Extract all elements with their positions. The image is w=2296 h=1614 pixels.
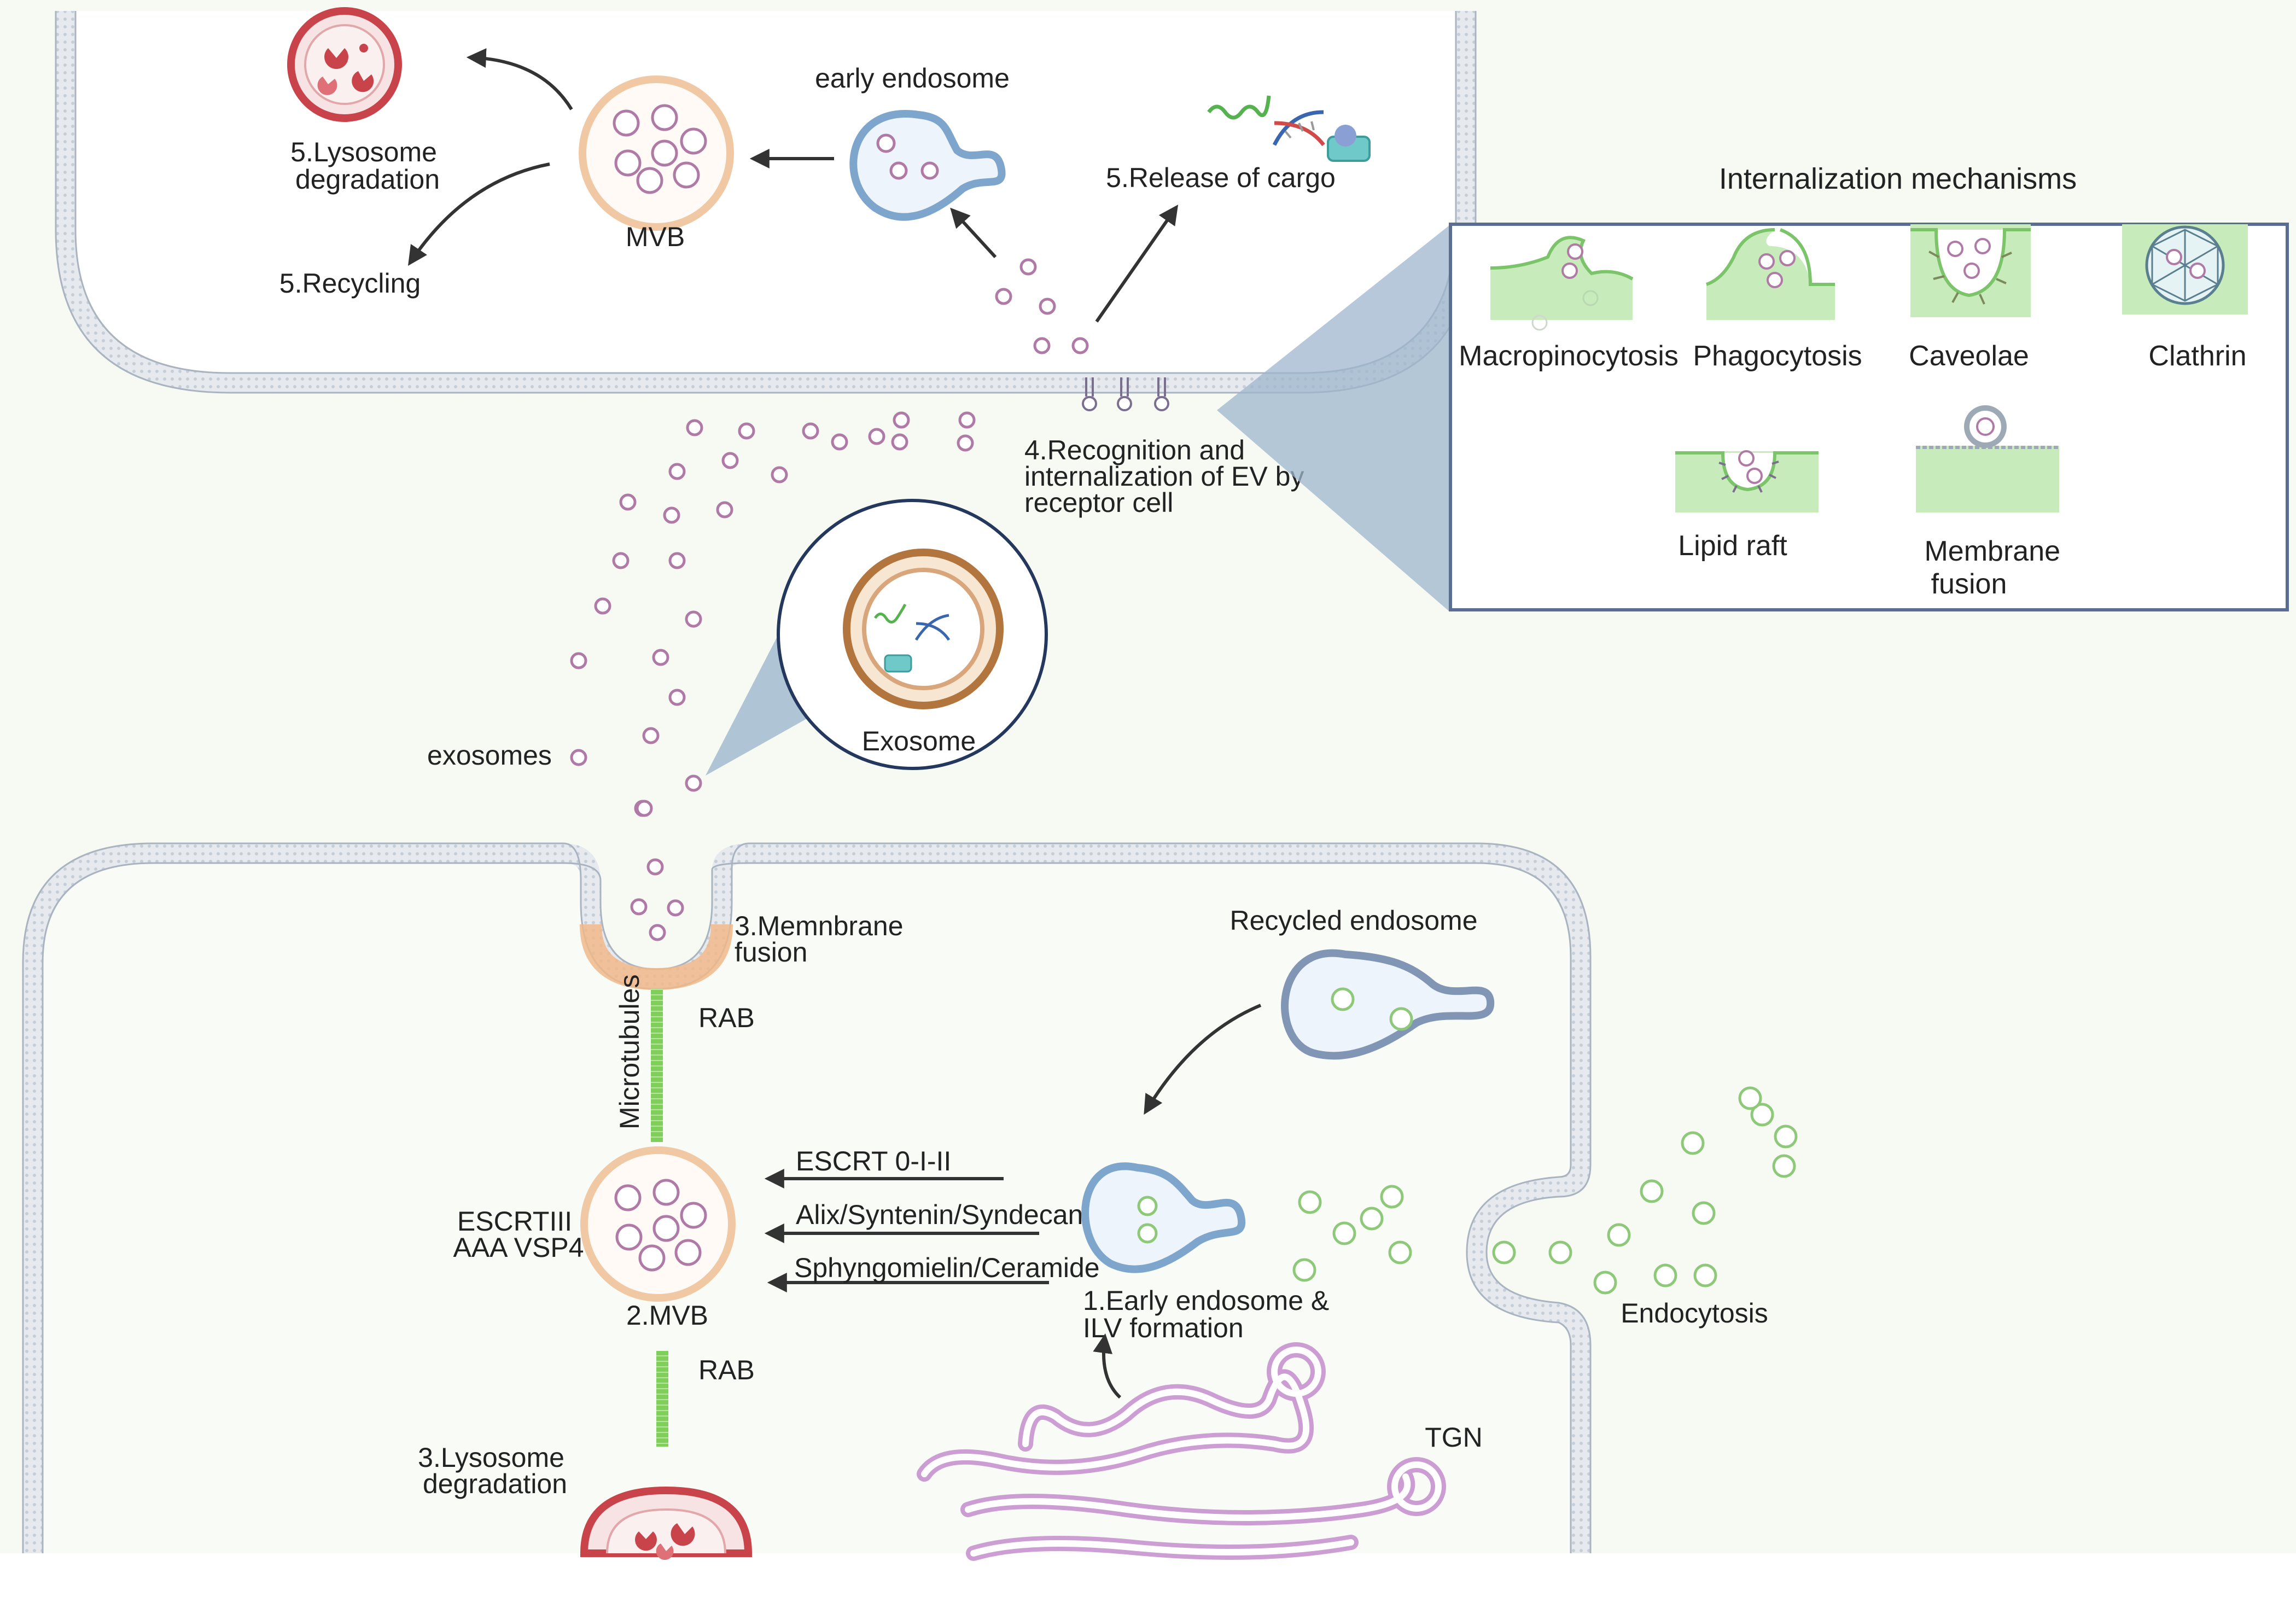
lysosome-bottom-icon xyxy=(580,1486,753,1560)
exosome-label: Exosome xyxy=(862,726,976,756)
exosomes-label: exosomes xyxy=(427,740,552,771)
early-endosome-top-icon xyxy=(849,110,1006,221)
internalization-title: Internalization mechanisms xyxy=(1719,162,2077,195)
internalized-vesicles xyxy=(995,258,1089,354)
lysosome-top-label: 5.Lysosome degradation xyxy=(290,137,445,195)
exosome-dna-icon xyxy=(914,614,951,641)
rab-bottom-label: RAB xyxy=(698,1355,755,1385)
microtubule-bar-bottom xyxy=(656,1351,668,1447)
arrow-recycled-to-early xyxy=(1144,1004,1262,1115)
arrow-vesicles-to-endosome xyxy=(950,207,997,259)
receptor-cell: 5.Lysosome degradation MVB 5.Recycling e… xyxy=(55,7,1477,411)
clathrin-icon xyxy=(2122,224,2248,314)
arrow-to-release-cargo xyxy=(1095,205,1179,323)
microtubule-bar-top xyxy=(651,989,663,1142)
mvb-top-label: MVB xyxy=(626,222,685,252)
recycling-label: 5.Recycling xyxy=(279,268,421,299)
mechanism-label-membrane-fusion: Membrane fusion xyxy=(1924,535,2068,600)
mvb-bottom-icon xyxy=(580,1146,736,1302)
exosome-cloud xyxy=(570,411,976,817)
mechanism-label-caveolae: Caveolae xyxy=(1909,340,2029,372)
escrt-0-label: ESCRT 0-I-II xyxy=(796,1146,951,1176)
endocytosis-label: Endocytosis xyxy=(1621,1298,1768,1329)
endocytosis-vesicles xyxy=(1292,1086,1798,1295)
arrow-mvb-to-recycling xyxy=(408,162,550,266)
arrow-tgn-to-early xyxy=(1093,1333,1122,1399)
donor-cell: 3.Memnbrane fusion Microtubules RAB 2.MV… xyxy=(22,800,1798,1561)
rab-top-label: RAB xyxy=(698,1003,755,1033)
lower-white-band xyxy=(0,1553,2296,1614)
mechanism-label-lipid-raft: Lipid raft xyxy=(1678,530,1787,562)
membrane-fusion-icon xyxy=(1916,405,2059,512)
receptor-icon xyxy=(1082,377,1169,411)
recycled-endosome-icon xyxy=(1281,949,1495,1060)
rna-icon xyxy=(1207,95,1271,120)
arrow-mvb-to-lysosome xyxy=(466,48,573,110)
exosome-detail xyxy=(777,499,1048,770)
membrane-fusion-label: 3.Memnbrane fusion xyxy=(735,911,911,968)
mechanism-label-macropinocytosis: Macropinocytosis xyxy=(1459,340,1679,372)
lysosome-top-icon xyxy=(287,7,402,122)
lipid-raft-icon xyxy=(1675,450,1819,512)
exosome-protein-icon xyxy=(884,654,912,673)
exosome-rna-icon xyxy=(873,603,907,624)
early-endosome-bottom-icon xyxy=(1081,1162,1245,1273)
mechanism-label-phagocytosis: Phagocytosis xyxy=(1693,340,1862,372)
receptor-cell-membrane xyxy=(65,11,1467,384)
lysosome-bottom-label: 3.Lysosome degradation xyxy=(418,1442,572,1499)
microtubules-label: Microtubules xyxy=(614,975,645,1129)
early-endosome-top-label: early endosome xyxy=(815,63,1010,94)
macropinocytosis-icon xyxy=(1490,236,1634,331)
recognition-label: 4.Recognition and internalization of EV … xyxy=(1024,435,1312,518)
fusion-pocket xyxy=(580,924,733,990)
phagocytosis-icon xyxy=(1705,228,1835,320)
mechanism-label-clathrin: Clathrin xyxy=(2148,340,2246,372)
alix-label: Alix/Syntenin/Syndecan xyxy=(796,1199,1083,1230)
dna-icon xyxy=(1272,110,1325,147)
internalization-callout xyxy=(1217,225,1449,611)
caveolae-icon xyxy=(1910,224,2031,317)
escrt-iii-label: ESCRTIII AAA VSP4 xyxy=(453,1206,584,1263)
sphingo-label: Sphyngomielin/Ceramide xyxy=(794,1252,1100,1283)
internalization-panel: Internalization mechanisms xyxy=(1449,162,2289,611)
early-endosome-ilv-label: 1.Early endosome & ILV formation xyxy=(1083,1285,1337,1343)
protein-icon xyxy=(1327,125,1371,162)
release-cargo-label: 5.Release of cargo xyxy=(1106,162,1336,193)
mvb-top-icon xyxy=(579,75,734,231)
mvb-bottom-label: 2.MVB xyxy=(626,1300,708,1331)
fusion-pocket-vesicles xyxy=(630,800,684,941)
tgn-label: TGN xyxy=(1425,1422,1483,1453)
recycled-endosome-label: Recycled endosome xyxy=(1229,905,1477,936)
